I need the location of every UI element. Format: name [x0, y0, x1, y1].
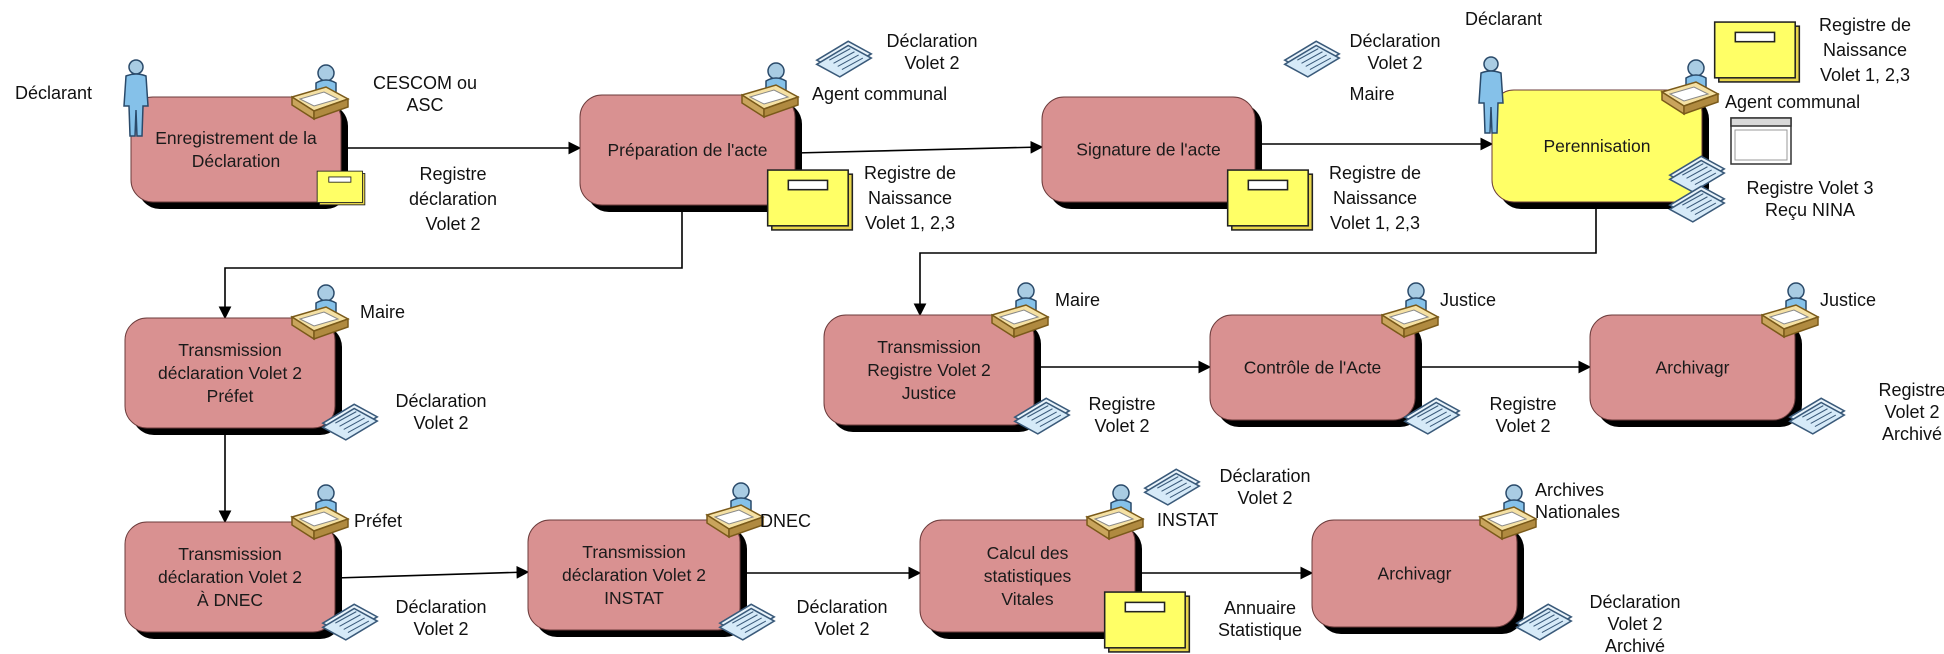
desk-worker-icon: [1761, 282, 1819, 338]
process-p4: Perennisation: [1491, 89, 1709, 209]
process-p1-line: Enregistrement de la: [155, 128, 317, 148]
desk-worker-icon: [1661, 59, 1719, 115]
process-p11-line: Calcul des: [987, 543, 1069, 563]
arrow-p4-p6: [913, 200, 1597, 317]
register-folder-icon: [766, 169, 854, 231]
document-icon: [1143, 468, 1201, 506]
process-p2-line: Préparation de l'acte: [608, 140, 768, 160]
label-dnec: DNEC: [760, 511, 811, 531]
process-p4-line: Perennisation: [1543, 136, 1650, 156]
label-maire-2: Maire: [360, 302, 405, 322]
process-p3: Signature de l'acte: [1041, 96, 1262, 209]
label-instat: INSTAT: [1157, 510, 1218, 530]
desk-worker-icon: [1479, 484, 1537, 540]
label-declarant-2: Déclarant: [1465, 9, 1542, 29]
process-p2: Préparation de l'acte: [579, 94, 802, 212]
process-p10-line: déclaration Volet 2: [562, 565, 706, 585]
process-p6-line: Transmission: [877, 337, 980, 357]
desk-worker-icon: [991, 282, 1049, 338]
process-p3-line: Signature de l'acte: [1076, 140, 1220, 160]
register-folder-icon: [1103, 591, 1191, 653]
process-p11-line: Vitales: [1001, 589, 1053, 609]
process-p7-line: Contrôle de l'Acte: [1244, 358, 1382, 378]
process-p12: Archivagr: [1311, 519, 1524, 634]
arrow-p2-p5: [218, 208, 683, 320]
label-declarant-1: Déclarant: [15, 83, 92, 103]
process-p9: Transmission déclaration Volet 2 À DNEC: [124, 521, 342, 639]
process-p6-line: Registre Volet 2: [867, 360, 991, 380]
process-p12-line: Archivagr: [1378, 564, 1452, 584]
register-folder-icon: [316, 170, 366, 206]
process-p5: Transmission déclaration Volet 2 Préfet: [124, 317, 342, 435]
icons: [123, 21, 1846, 653]
document-icon: [1283, 40, 1341, 78]
label-agent-communal-1: Agent communal: [812, 84, 947, 104]
process-p9-line: Transmission: [178, 544, 281, 564]
document-icon: [815, 40, 873, 78]
process-p5-line: Préfet: [207, 386, 254, 406]
process-p6-line: Justice: [902, 383, 956, 403]
document-icon: [1515, 603, 1573, 641]
desk-worker-icon: [1086, 484, 1144, 540]
label-prefet: Préfet: [354, 511, 402, 531]
process-p1-line: Déclaration: [192, 151, 281, 171]
process-p10-line: INSTAT: [604, 588, 664, 608]
process-p10-line: Transmission: [582, 542, 685, 562]
process-p5-line: déclaration Volet 2: [158, 363, 302, 383]
label-maire-3: Maire: [1055, 290, 1100, 310]
label-justice-1: Justice: [1440, 290, 1496, 310]
process-p8: Archivagr: [1589, 314, 1802, 427]
desk-worker-icon: [706, 482, 764, 538]
desk-worker-icon: [291, 484, 349, 540]
process-p9-line: déclaration Volet 2: [158, 567, 302, 587]
process-p7: Contrôle de l'Acte: [1209, 314, 1422, 427]
process-p8-line: Archivagr: [1656, 358, 1730, 378]
process-p11-line: statistiques: [984, 566, 1072, 586]
label-maire-1: Maire: [1349, 84, 1394, 104]
process-p1: Enregistrement de la Déclaration: [130, 96, 348, 209]
application-window-icon: [1730, 117, 1792, 165]
process-boxes: Enregistrement de la Déclaration Préparati…: [124, 89, 1802, 639]
label-agent-communal-2: Agent communal: [1725, 92, 1860, 112]
arrow-p9-p10: [334, 565, 530, 579]
connectors: [218, 137, 1597, 580]
register-folder-icon: [1226, 169, 1314, 231]
process-p5-line: Transmission: [178, 340, 281, 360]
desk-worker-icon: [291, 284, 349, 340]
register-folder-icon: [1713, 21, 1801, 83]
desk-worker-icon: [1381, 282, 1439, 338]
arrow-p2-p3: [794, 140, 1044, 154]
label-justice-2: Justice: [1820, 290, 1876, 310]
process-p10: Transmission déclaration Volet 2 INSTAT: [527, 519, 747, 637]
process-p9-line: À DNEC: [197, 590, 263, 610]
